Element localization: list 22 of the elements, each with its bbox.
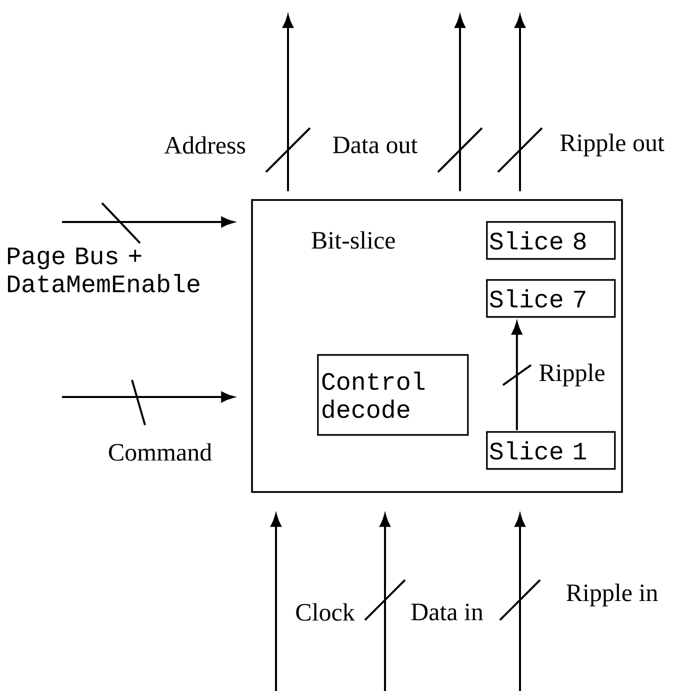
- edge-label: Command: [108, 443, 212, 461]
- bus-arrow: [502, 322, 532, 430]
- bus-arrow: [497, 15, 543, 192]
- bus-arrow: [364, 514, 406, 691]
- bus-arrow: [265, 15, 311, 192]
- control-box: Control decode: [317, 354, 469, 436]
- slice-box: Slice 7: [486, 279, 616, 318]
- slice-box: Slice 1: [486, 431, 616, 470]
- edge-label: Ripple out: [560, 134, 664, 156]
- bus-arrow: [270, 514, 282, 691]
- bus-arrow: [437, 15, 483, 192]
- edge-label: Clock: [296, 603, 355, 621]
- bus-arrow: [62, 202, 234, 244]
- bus-arrow: [62, 380, 234, 426]
- edge-label: Ripple: [539, 364, 604, 386]
- slice-box: Slice 8: [486, 221, 616, 260]
- edge-label: Data out: [333, 136, 418, 154]
- edge-label: Address: [164, 136, 246, 154]
- edge-label: Page Bus + DataMemEnable: [8, 248, 200, 292]
- edge-label: Data in: [411, 604, 484, 620]
- bus-arrow: [499, 514, 541, 691]
- edge-label: Ripple in: [566, 584, 658, 606]
